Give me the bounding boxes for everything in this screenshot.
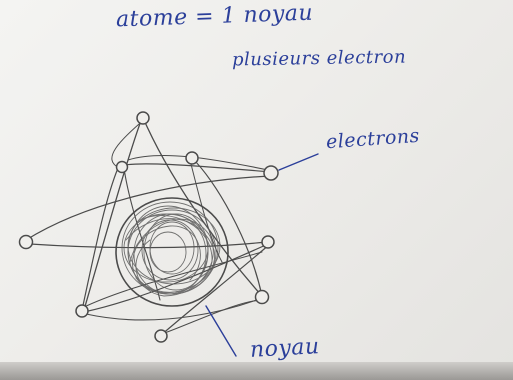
table-edge xyxy=(0,362,513,380)
orbit-line xyxy=(119,163,273,173)
electron xyxy=(185,151,199,165)
orbit-line xyxy=(123,167,161,301)
orbit-line xyxy=(25,175,271,241)
electron xyxy=(115,160,129,174)
electrons xyxy=(18,111,279,343)
orbit-line xyxy=(191,157,263,297)
electron xyxy=(18,234,34,250)
orbit-line xyxy=(83,117,143,311)
orbit-line xyxy=(83,243,269,313)
orbit-line xyxy=(81,167,119,311)
nucleus-scribble xyxy=(121,201,221,297)
orbit-line xyxy=(85,297,263,321)
electron xyxy=(154,329,168,343)
electron-pointer xyxy=(278,153,319,171)
electron xyxy=(263,165,279,181)
electron xyxy=(136,111,150,125)
nucleus-outline xyxy=(115,197,229,307)
orbit-line xyxy=(29,241,267,249)
electron xyxy=(75,304,89,318)
electron xyxy=(254,289,270,305)
nucleus-pointer xyxy=(205,305,237,357)
orbit-line xyxy=(159,243,271,337)
electron xyxy=(261,235,275,249)
orbit-line xyxy=(143,119,263,297)
orbit-line xyxy=(81,251,263,309)
orbit-line xyxy=(111,117,147,169)
